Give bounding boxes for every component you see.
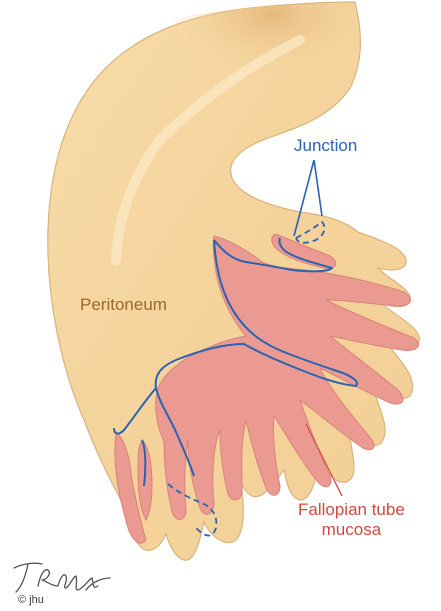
label-mucosa-line1: Fallopian tube (298, 500, 405, 520)
label-mucosa-line2: mucosa (298, 520, 405, 540)
label-peritoneum: Peritoneum (80, 296, 167, 315)
copyright-credit: © jhu (18, 594, 44, 606)
label-fallopian-tube-mucosa: Fallopian tube mucosa (298, 500, 405, 539)
label-junction: Junction (294, 137, 357, 156)
artist-signature (8, 556, 138, 596)
